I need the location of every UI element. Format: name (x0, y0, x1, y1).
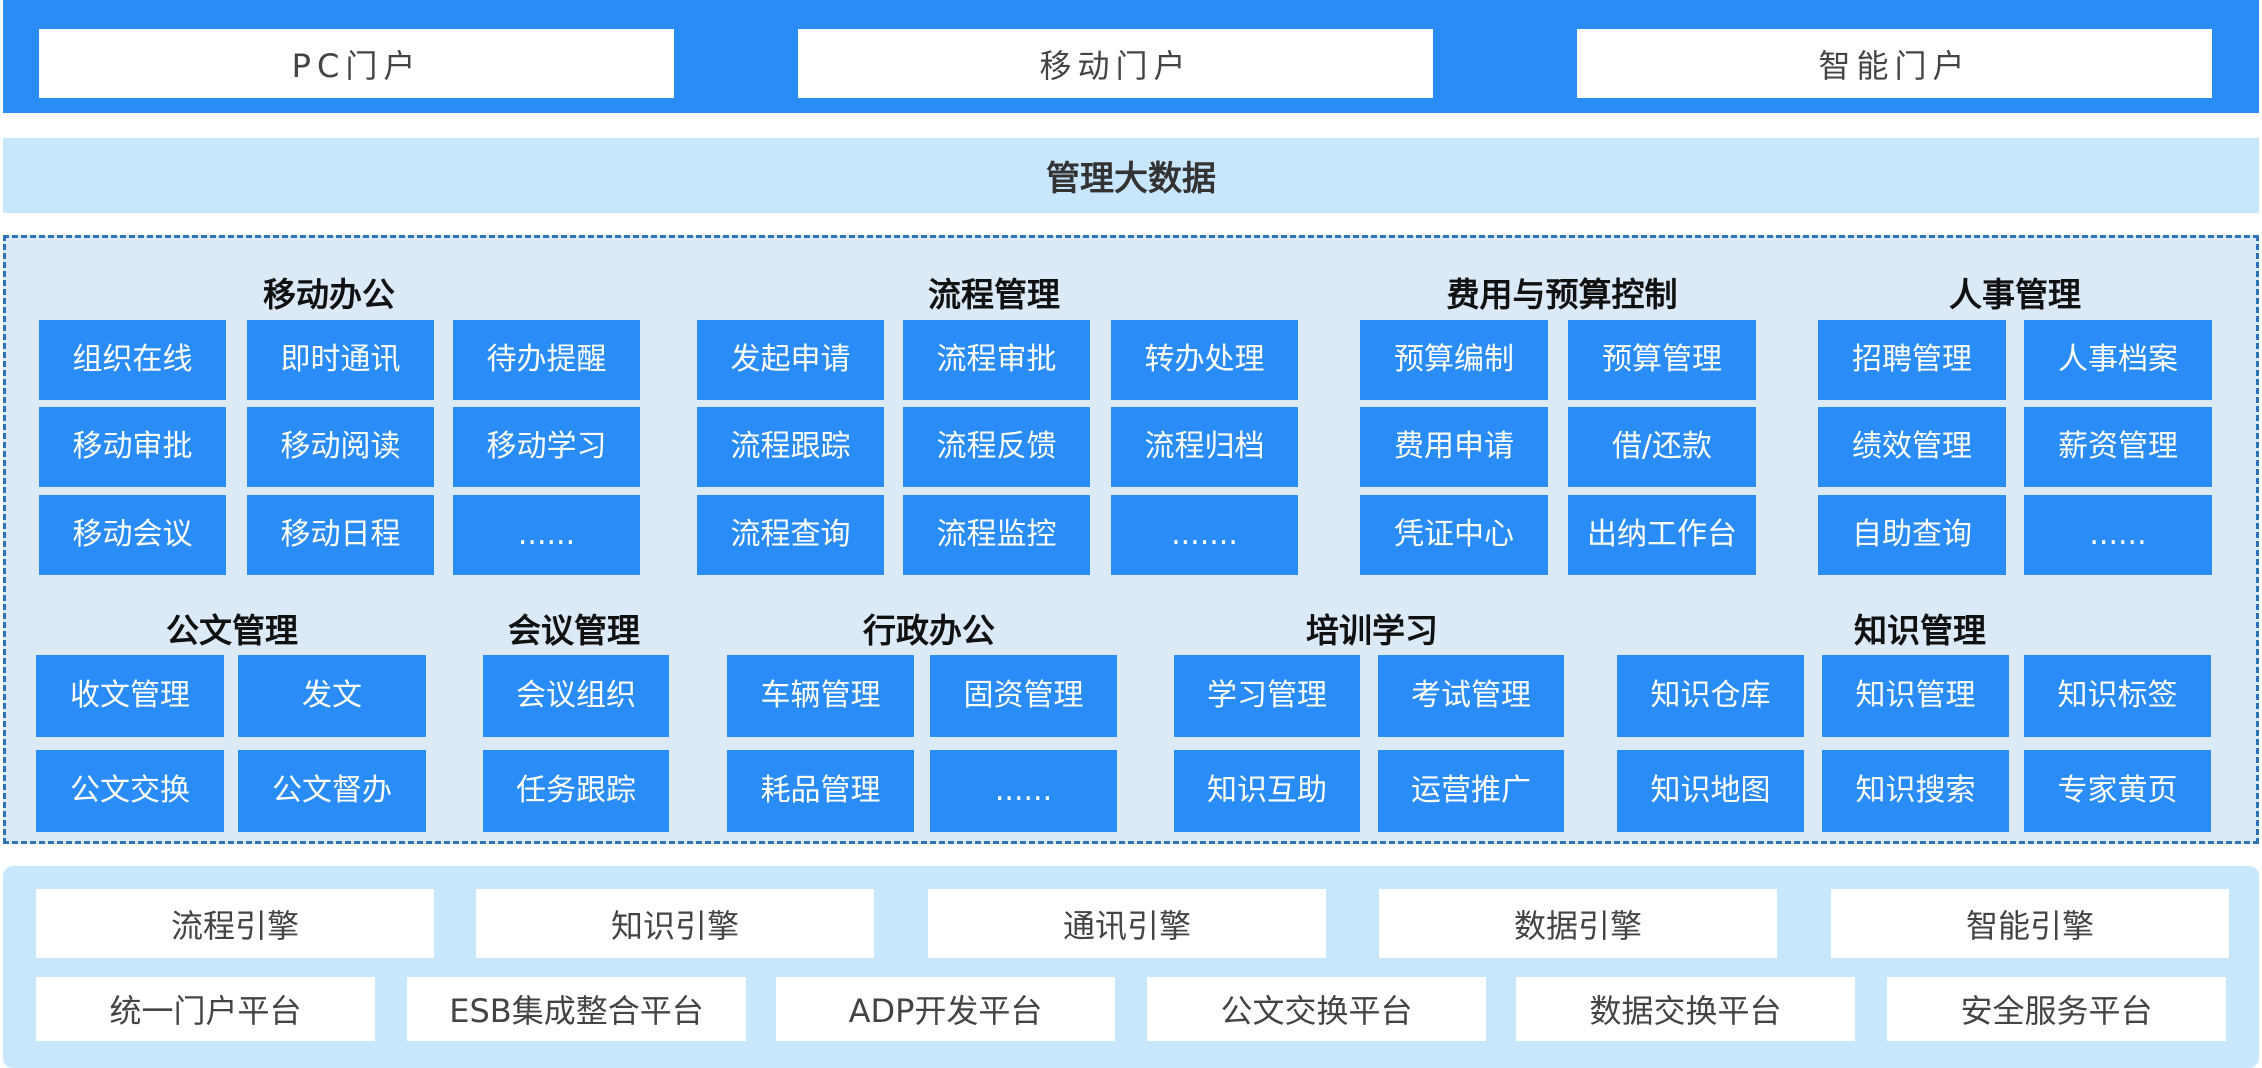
module-tile: 专家黄页 (2024, 750, 2211, 832)
module-tile: 流程审批 (903, 320, 1090, 400)
module-tile: ...... (2024, 495, 2212, 575)
group-title: 流程管理 (928, 275, 1060, 314)
big-data-bar: 管理大数据 (3, 138, 2259, 213)
module-tile: 考试管理 (1378, 655, 1564, 737)
module-tile: 知识搜索 (1822, 750, 2009, 832)
module-tile: 知识互助 (1174, 750, 1360, 832)
module-tile: 移动会议 (39, 495, 226, 575)
module-tile: 薪资管理 (2024, 407, 2212, 487)
module-tile: 公文交换 (36, 750, 224, 832)
module-tile: 组织在线 (39, 320, 226, 400)
module-tile: 自助查询 (1818, 495, 2006, 575)
module-tile: 绩效管理 (1818, 407, 2006, 487)
module-tile: 会议组织 (483, 655, 669, 737)
module-tile: 待办提醒 (453, 320, 640, 400)
module-tile: ...... (930, 750, 1117, 832)
module-tile: 人事档案 (2024, 320, 2212, 400)
group-title: 费用与预算控制 (1446, 275, 1678, 314)
module-tile: 车辆管理 (727, 655, 914, 737)
module-tile: 发起申请 (697, 320, 884, 400)
portal-box: PC门户 (39, 29, 674, 98)
group-title: 培训学习 (1306, 611, 1438, 650)
module-tile: 移动学习 (453, 407, 640, 487)
engine-box: 数据引擎 (1379, 889, 1777, 958)
module-tile: 凭证中心 (1360, 495, 1548, 575)
module-tile: 出纳工作台 (1568, 495, 1756, 575)
platform-box: ESB集成整合平台 (407, 977, 746, 1041)
group-title: 知识管理 (1854, 611, 1986, 650)
module-tile: ....... (1111, 495, 1298, 575)
module-tile: 收文管理 (36, 655, 224, 737)
module-tile: 固资管理 (930, 655, 1117, 737)
module-tile: 发文 (238, 655, 426, 737)
module-tile: 转办处理 (1111, 320, 1298, 400)
module-tile: 移动审批 (39, 407, 226, 487)
platform-box: 数据交换平台 (1516, 977, 1855, 1041)
module-tile: 流程查询 (697, 495, 884, 575)
module-tile: 知识地图 (1617, 750, 1804, 832)
module-tile: 知识标签 (2024, 655, 2211, 737)
module-tile: 移动阅读 (247, 407, 434, 487)
platform-box: ADP开发平台 (776, 977, 1115, 1041)
portal-box: 智能门户 (1577, 29, 2212, 98)
module-tile: 流程监控 (903, 495, 1090, 575)
module-tile: 运营推广 (1378, 750, 1564, 832)
platform-box: 公文交换平台 (1147, 977, 1486, 1041)
engine-box: 通讯引擎 (928, 889, 1326, 958)
module-tile: 移动日程 (247, 495, 434, 575)
module-tile: 招聘管理 (1818, 320, 2006, 400)
module-tile: 流程跟踪 (697, 407, 884, 487)
module-tile: 任务跟踪 (483, 750, 669, 832)
module-tile: 费用申请 (1360, 407, 1548, 487)
module-tile: 知识仓库 (1617, 655, 1804, 737)
module-tile: 流程归档 (1111, 407, 1298, 487)
group-title: 公文管理 (166, 611, 298, 650)
platform-box: 统一门户平台 (36, 977, 375, 1041)
module-tile: ...... (453, 495, 640, 575)
module-tile: 公文督办 (238, 750, 426, 832)
module-tile: 即时通讯 (247, 320, 434, 400)
platform-box: 安全服务平台 (1887, 977, 2226, 1041)
engine-box: 流程引擎 (36, 889, 434, 958)
module-tile: 流程反馈 (903, 407, 1090, 487)
group-title: 移动办公 (263, 275, 395, 314)
engine-box: 智能引擎 (1831, 889, 2229, 958)
module-tile: 耗品管理 (727, 750, 914, 832)
module-tile: 知识管理 (1822, 655, 2009, 737)
group-title: 人事管理 (1949, 275, 2081, 314)
group-title: 会议管理 (508, 611, 640, 650)
engine-box: 知识引擎 (476, 889, 874, 958)
module-tile: 借/还款 (1568, 407, 1756, 487)
module-tile: 预算编制 (1360, 320, 1548, 400)
module-tile: 学习管理 (1174, 655, 1360, 737)
portal-box: 移动门户 (798, 29, 1433, 98)
module-tile: 预算管理 (1568, 320, 1756, 400)
group-title: 行政办公 (863, 611, 995, 650)
